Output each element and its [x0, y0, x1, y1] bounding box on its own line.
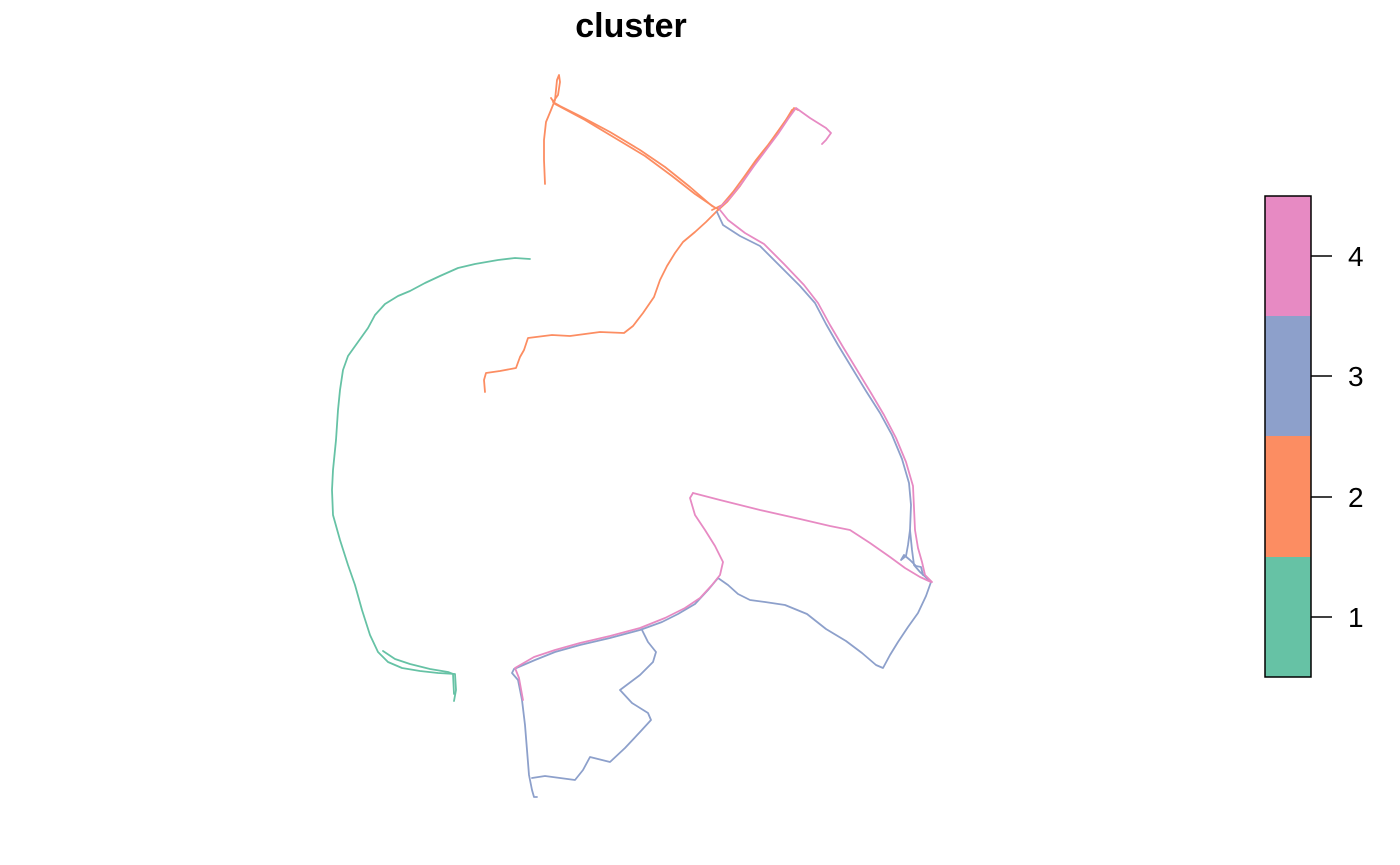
legend-label-4: 4: [1348, 241, 1364, 272]
route-cluster-2-north-b: [550, 97, 715, 208]
legend-label-1: 1: [1348, 602, 1364, 633]
route-cluster-4-east-loop: [719, 209, 933, 583]
route-cluster-2-north-a: [543, 74, 719, 210]
route-cluster-4-northeast: [718, 107, 832, 209]
legend-swatch-4: [1265, 196, 1311, 316]
legend-label-3: 3: [1348, 361, 1364, 392]
map-title: cluster: [575, 7, 687, 45]
legend-swatch-2: [1265, 436, 1311, 557]
route-cluster-4-inner-loop: [692, 492, 932, 583]
route-cluster-2-south: [483, 209, 719, 393]
route-cluster-1-spur: [382, 650, 455, 695]
legend-swatch-3: [1265, 316, 1311, 436]
legend-color-bar: 1 2 3 4: [1264, 195, 1364, 678]
route-cluster-3-south-branch: [531, 629, 657, 781]
legend-swatch-1: [1265, 557, 1311, 677]
route-network: [331, 74, 933, 798]
route-cluster-3-loop-detail: [900, 529, 924, 576]
route-cluster-1-west-loop: [331, 257, 531, 702]
route-cluster-4-inner-west: [514, 492, 724, 701]
route-cluster-3-east-loop: [511, 211, 932, 798]
route-cluster-2-northeast-b: [715, 109, 793, 213]
legend-frame: [1264, 195, 1312, 678]
legend-label-2: 2: [1348, 482, 1364, 513]
